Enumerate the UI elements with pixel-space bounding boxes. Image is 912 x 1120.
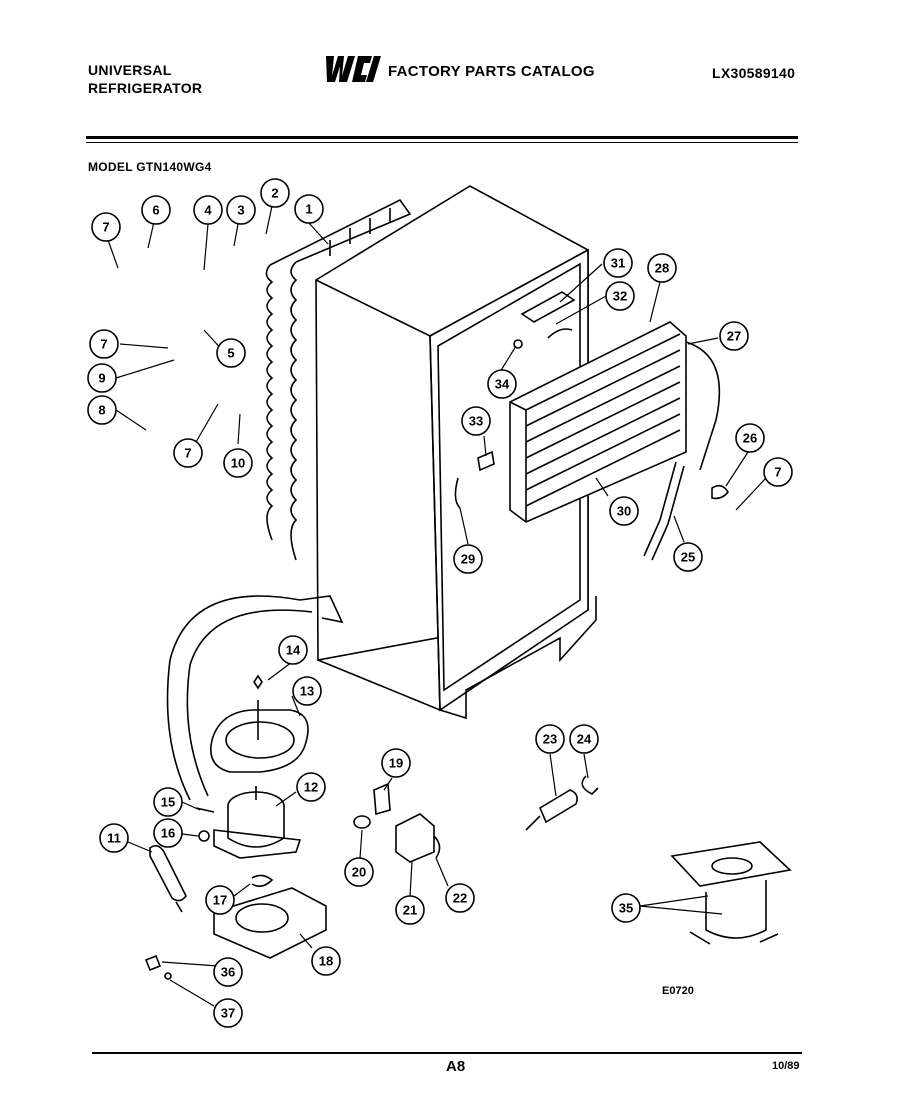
svg-text:24: 24 — [577, 732, 592, 747]
svg-text:17: 17 — [213, 893, 227, 908]
callout-33: 33 — [461, 406, 491, 436]
callout-27: 27 — [719, 321, 749, 351]
svg-text:2: 2 — [271, 186, 278, 201]
callout-10: 10 — [223, 448, 253, 478]
callout-5: 5 — [216, 338, 246, 368]
svg-text:11: 11 — [107, 831, 121, 846]
svg-text:14: 14 — [286, 643, 301, 658]
footer-rule — [92, 1052, 802, 1054]
svg-text:8: 8 — [98, 403, 105, 418]
callout-7: 7 — [173, 438, 203, 468]
wci-logo — [326, 56, 381, 82]
svg-text:4: 4 — [204, 203, 212, 218]
callout-19: 19 — [381, 748, 411, 778]
svg-text:29: 29 — [461, 552, 475, 567]
callout-15: 15 — [153, 787, 183, 817]
svg-text:30: 30 — [617, 504, 631, 519]
svg-text:21: 21 — [403, 903, 417, 918]
model-label: MODEL GTN140WG4 — [88, 160, 212, 174]
svg-text:37: 37 — [221, 1006, 235, 1021]
callout-17: 17 — [205, 885, 235, 915]
callout-32: 32 — [605, 281, 635, 311]
callout-18: 18 — [311, 946, 341, 976]
svg-text:10: 10 — [231, 456, 245, 471]
callout-14: 14 — [278, 635, 308, 665]
callout-37: 37 — [213, 998, 243, 1028]
svg-text:9: 9 — [98, 371, 105, 386]
callout-20: 20 — [344, 857, 374, 887]
svg-text:35: 35 — [619, 901, 633, 916]
callout-31: 31 — [603, 248, 633, 278]
brand-product: REFRIGERATOR — [88, 80, 203, 96]
figure-code: E0720 — [662, 985, 694, 997]
callout-6: 6 — [141, 195, 171, 225]
svg-text:28: 28 — [655, 261, 669, 276]
callout-34: 34 — [487, 369, 517, 399]
svg-text:1: 1 — [305, 202, 312, 217]
svg-text:15: 15 — [161, 795, 175, 810]
brand-name: UNIVERSAL — [88, 62, 172, 78]
svg-text:6: 6 — [152, 203, 159, 218]
document-number: LX30589140 — [712, 65, 796, 81]
svg-text:18: 18 — [319, 954, 333, 969]
callout-25: 25 — [673, 542, 703, 572]
callout-8: 8 — [87, 395, 117, 425]
svg-text:27: 27 — [727, 329, 741, 344]
callout-28: 28 — [647, 253, 677, 283]
callout-4: 4 — [193, 195, 223, 225]
svg-text:5: 5 — [227, 346, 234, 361]
callout-21: 21 — [395, 895, 425, 925]
svg-text:7: 7 — [774, 465, 781, 480]
page-number: A8 — [446, 1058, 466, 1075]
revision-date: 10/89 — [772, 1060, 800, 1072]
parts-drawing — [144, 185, 792, 980]
callout-36: 36 — [213, 957, 243, 987]
callout-7: 7 — [89, 329, 119, 359]
header-rule — [86, 136, 798, 139]
callout-2: 2 — [260, 178, 290, 208]
callout-9: 9 — [87, 363, 117, 393]
callout-7: 7 — [91, 212, 121, 242]
callout-1: 1 — [294, 194, 324, 224]
callout-23: 23 — [535, 724, 565, 754]
svg-text:3: 3 — [237, 203, 244, 218]
callout-26: 26 — [735, 423, 765, 453]
callout-12: 12 — [296, 772, 326, 802]
leader-lines — [107, 205, 767, 1007]
header-rule-thin — [86, 142, 798, 143]
svg-text:16: 16 — [161, 826, 175, 841]
svg-text:12: 12 — [304, 780, 318, 795]
callout-22: 22 — [445, 883, 475, 913]
svg-text:32: 32 — [613, 289, 627, 304]
callout-24: 24 — [569, 724, 599, 754]
svg-text:20: 20 — [352, 865, 366, 880]
svg-text:7: 7 — [184, 446, 191, 461]
svg-text:25: 25 — [681, 550, 695, 565]
svg-text:26: 26 — [743, 431, 757, 446]
svg-text:7: 7 — [102, 220, 109, 235]
svg-text:23: 23 — [543, 732, 557, 747]
svg-text:31: 31 — [611, 256, 625, 271]
svg-text:33: 33 — [469, 414, 483, 429]
part-callouts: 1 2 3 4 5 6 7 7 7 7 8 9 10 11 12 13 14 1… — [87, 178, 793, 1028]
svg-text:7: 7 — [100, 337, 107, 352]
svg-text:36: 36 — [221, 965, 235, 980]
svg-text:13: 13 — [300, 684, 314, 699]
svg-text:22: 22 — [453, 891, 467, 906]
catalog-title: FACTORY PARTS CATALOG — [388, 63, 595, 80]
callout-7: 7 — [763, 457, 793, 487]
svg-text:19: 19 — [389, 756, 403, 771]
callout-13: 13 — [292, 676, 322, 706]
callout-29: 29 — [453, 544, 483, 574]
callout-35: 35 — [611, 893, 641, 923]
callout-30: 30 — [609, 496, 639, 526]
svg-text:34: 34 — [495, 377, 510, 392]
callout-3: 3 — [226, 195, 256, 225]
callout-11: 11 — [99, 823, 129, 853]
callout-16: 16 — [153, 818, 183, 848]
